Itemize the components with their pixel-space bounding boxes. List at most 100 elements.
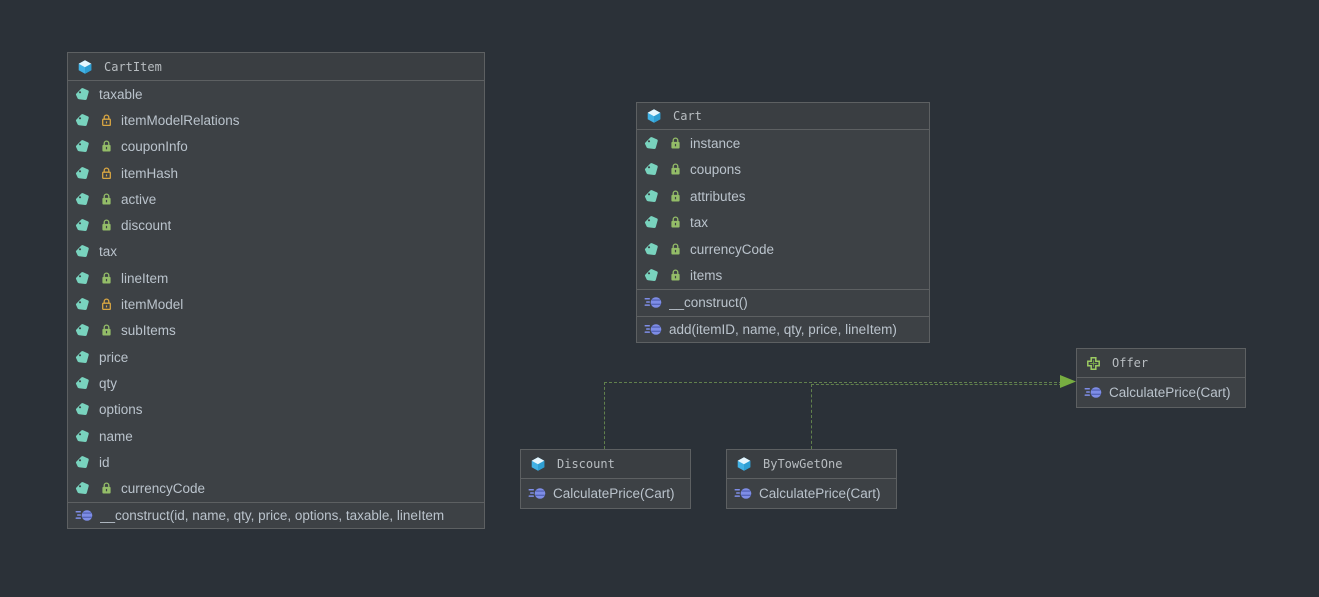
class-node-bytowgetone[interactable]: ByTowGetOne CalculatePrice(Cart)	[726, 449, 897, 509]
method-icon	[644, 295, 662, 310]
field-name: couponInfo	[121, 139, 188, 155]
field-name: lineItem	[121, 270, 169, 286]
field-tag-icon	[75, 297, 90, 312]
field-row[interactable]: tax	[68, 239, 484, 265]
method-icon	[528, 486, 546, 501]
method-row[interactable]: CalculatePrice(Cart)	[1077, 378, 1245, 407]
class-title: CartItem	[104, 59, 162, 74]
field-tag-icon	[75, 271, 90, 286]
member-list: CalculatePrice(Cart)	[521, 479, 690, 508]
field-tag-icon	[75, 192, 90, 207]
field-tag-icon	[75, 244, 90, 259]
field-tag-icon	[75, 87, 90, 102]
field-row[interactable]: qty	[68, 370, 484, 396]
field-row[interactable]: tax	[637, 210, 929, 237]
class-cube-icon	[530, 456, 546, 472]
field-row[interactable]: attributes	[637, 183, 929, 210]
implements-edge-horizontal-2[interactable]	[811, 384, 1062, 385]
field-tag-icon	[75, 455, 90, 470]
field-tag-icon	[644, 189, 659, 204]
class-title: ByTowGetOne	[763, 457, 843, 471]
implements-edge-bytowgetone-vertical[interactable]	[811, 384, 812, 449]
method-row[interactable]: __construct()	[637, 289, 929, 316]
field-row[interactable]: couponInfo	[68, 134, 484, 160]
field-tag-icon	[644, 162, 659, 177]
class-header[interactable]: Cart	[637, 103, 929, 130]
field-name: id	[99, 454, 110, 470]
implements-edge-horizontal[interactable]	[604, 382, 1062, 383]
class-header[interactable]: CartItem	[68, 53, 484, 81]
field-name: instance	[690, 135, 741, 151]
method-signature: __construct()	[669, 295, 748, 311]
method-signature: CalculatePrice(Cart)	[1109, 385, 1231, 400]
field-name: itemModelRelations	[121, 112, 240, 128]
field-name: price	[99, 349, 129, 365]
green-lock-icon	[670, 243, 681, 256]
field-row[interactable]: coupons	[637, 157, 929, 184]
method-row[interactable]: CalculatePrice(Cart)	[521, 479, 690, 508]
method-signature: __construct(id, name, qty, price, option…	[100, 507, 445, 523]
field-row[interactable]: options	[68, 397, 484, 423]
arrowhead-icon	[1060, 375, 1076, 388]
class-header[interactable]: Offer	[1077, 349, 1245, 378]
method-icon	[734, 486, 752, 501]
method-row[interactable]: add(itemID, name, qty, price, lineItem)	[637, 315, 929, 343]
field-row[interactable]: id	[68, 449, 484, 475]
implements-edge-discount-vertical[interactable]	[604, 382, 605, 449]
field-row[interactable]: currencyCode	[68, 475, 484, 501]
field-row[interactable]: items	[637, 263, 929, 290]
field-name: active	[121, 191, 157, 207]
class-title: Discount	[557, 457, 615, 471]
field-row[interactable]: name	[68, 423, 484, 449]
field-row[interactable]: discount	[68, 212, 484, 238]
field-tag-icon	[75, 429, 90, 444]
field-name: taxable	[99, 86, 143, 102]
field-row[interactable]: itemHash	[68, 160, 484, 186]
field-tag-icon	[644, 242, 659, 257]
field-name: tax	[99, 244, 118, 260]
method-icon	[75, 508, 93, 523]
class-title: Cart	[673, 109, 702, 123]
field-row[interactable]: currencyCode	[637, 236, 929, 263]
method-signature: CalculatePrice(Cart)	[553, 486, 675, 501]
green-lock-icon	[670, 269, 681, 282]
method-signature: CalculatePrice(Cart)	[759, 486, 881, 501]
yellow-lock-icon	[101, 114, 112, 127]
field-tag-icon	[75, 323, 90, 338]
class-header[interactable]: Discount	[521, 450, 690, 479]
interface-node-offer[interactable]: Offer CalculatePrice(Cart)	[1076, 348, 1246, 408]
field-row[interactable]: subItems	[68, 318, 484, 344]
field-tag-icon	[644, 268, 659, 283]
field-row[interactable]: itemModelRelations	[68, 107, 484, 133]
class-cube-icon	[646, 108, 662, 124]
class-header[interactable]: ByTowGetOne	[727, 450, 896, 479]
class-cube-icon	[77, 59, 93, 75]
field-name: currencyCode	[690, 241, 775, 257]
class-node-cartitem[interactable]: CartItem taxable itemModelRelations coupon…	[67, 52, 485, 530]
class-node-discount[interactable]: Discount CalculatePrice(Cart)	[520, 449, 691, 509]
field-row[interactable]: active	[68, 186, 484, 212]
field-name: options	[99, 402, 143, 418]
field-row[interactable]: itemModel	[68, 291, 484, 317]
field-tag-icon	[75, 376, 90, 391]
field-tag-icon	[75, 139, 90, 154]
method-row[interactable]: __construct(id, name, qty, price, option…	[68, 501, 484, 528]
field-row[interactable]: taxable	[68, 81, 484, 107]
method-signature: add(itemID, name, qty, price, lineItem)	[669, 321, 897, 337]
green-lock-icon	[101, 219, 112, 232]
field-name: items	[690, 268, 723, 284]
green-lock-icon	[101, 272, 112, 285]
field-name: attributes	[690, 188, 746, 204]
green-lock-icon	[101, 324, 112, 337]
field-row[interactable]: price	[68, 344, 484, 370]
field-row[interactable]: lineItem	[68, 265, 484, 291]
field-name: discount	[121, 218, 172, 234]
class-title: Offer	[1112, 356, 1149, 370]
class-node-cart[interactable]: Cart instance coupons attributes tax currenc…	[636, 102, 930, 343]
method-row[interactable]: CalculatePrice(Cart)	[727, 479, 896, 508]
field-tag-icon	[75, 113, 90, 128]
field-name: qty	[99, 375, 118, 391]
field-name: subItems	[121, 323, 176, 339]
field-row[interactable]: instance	[637, 130, 929, 157]
